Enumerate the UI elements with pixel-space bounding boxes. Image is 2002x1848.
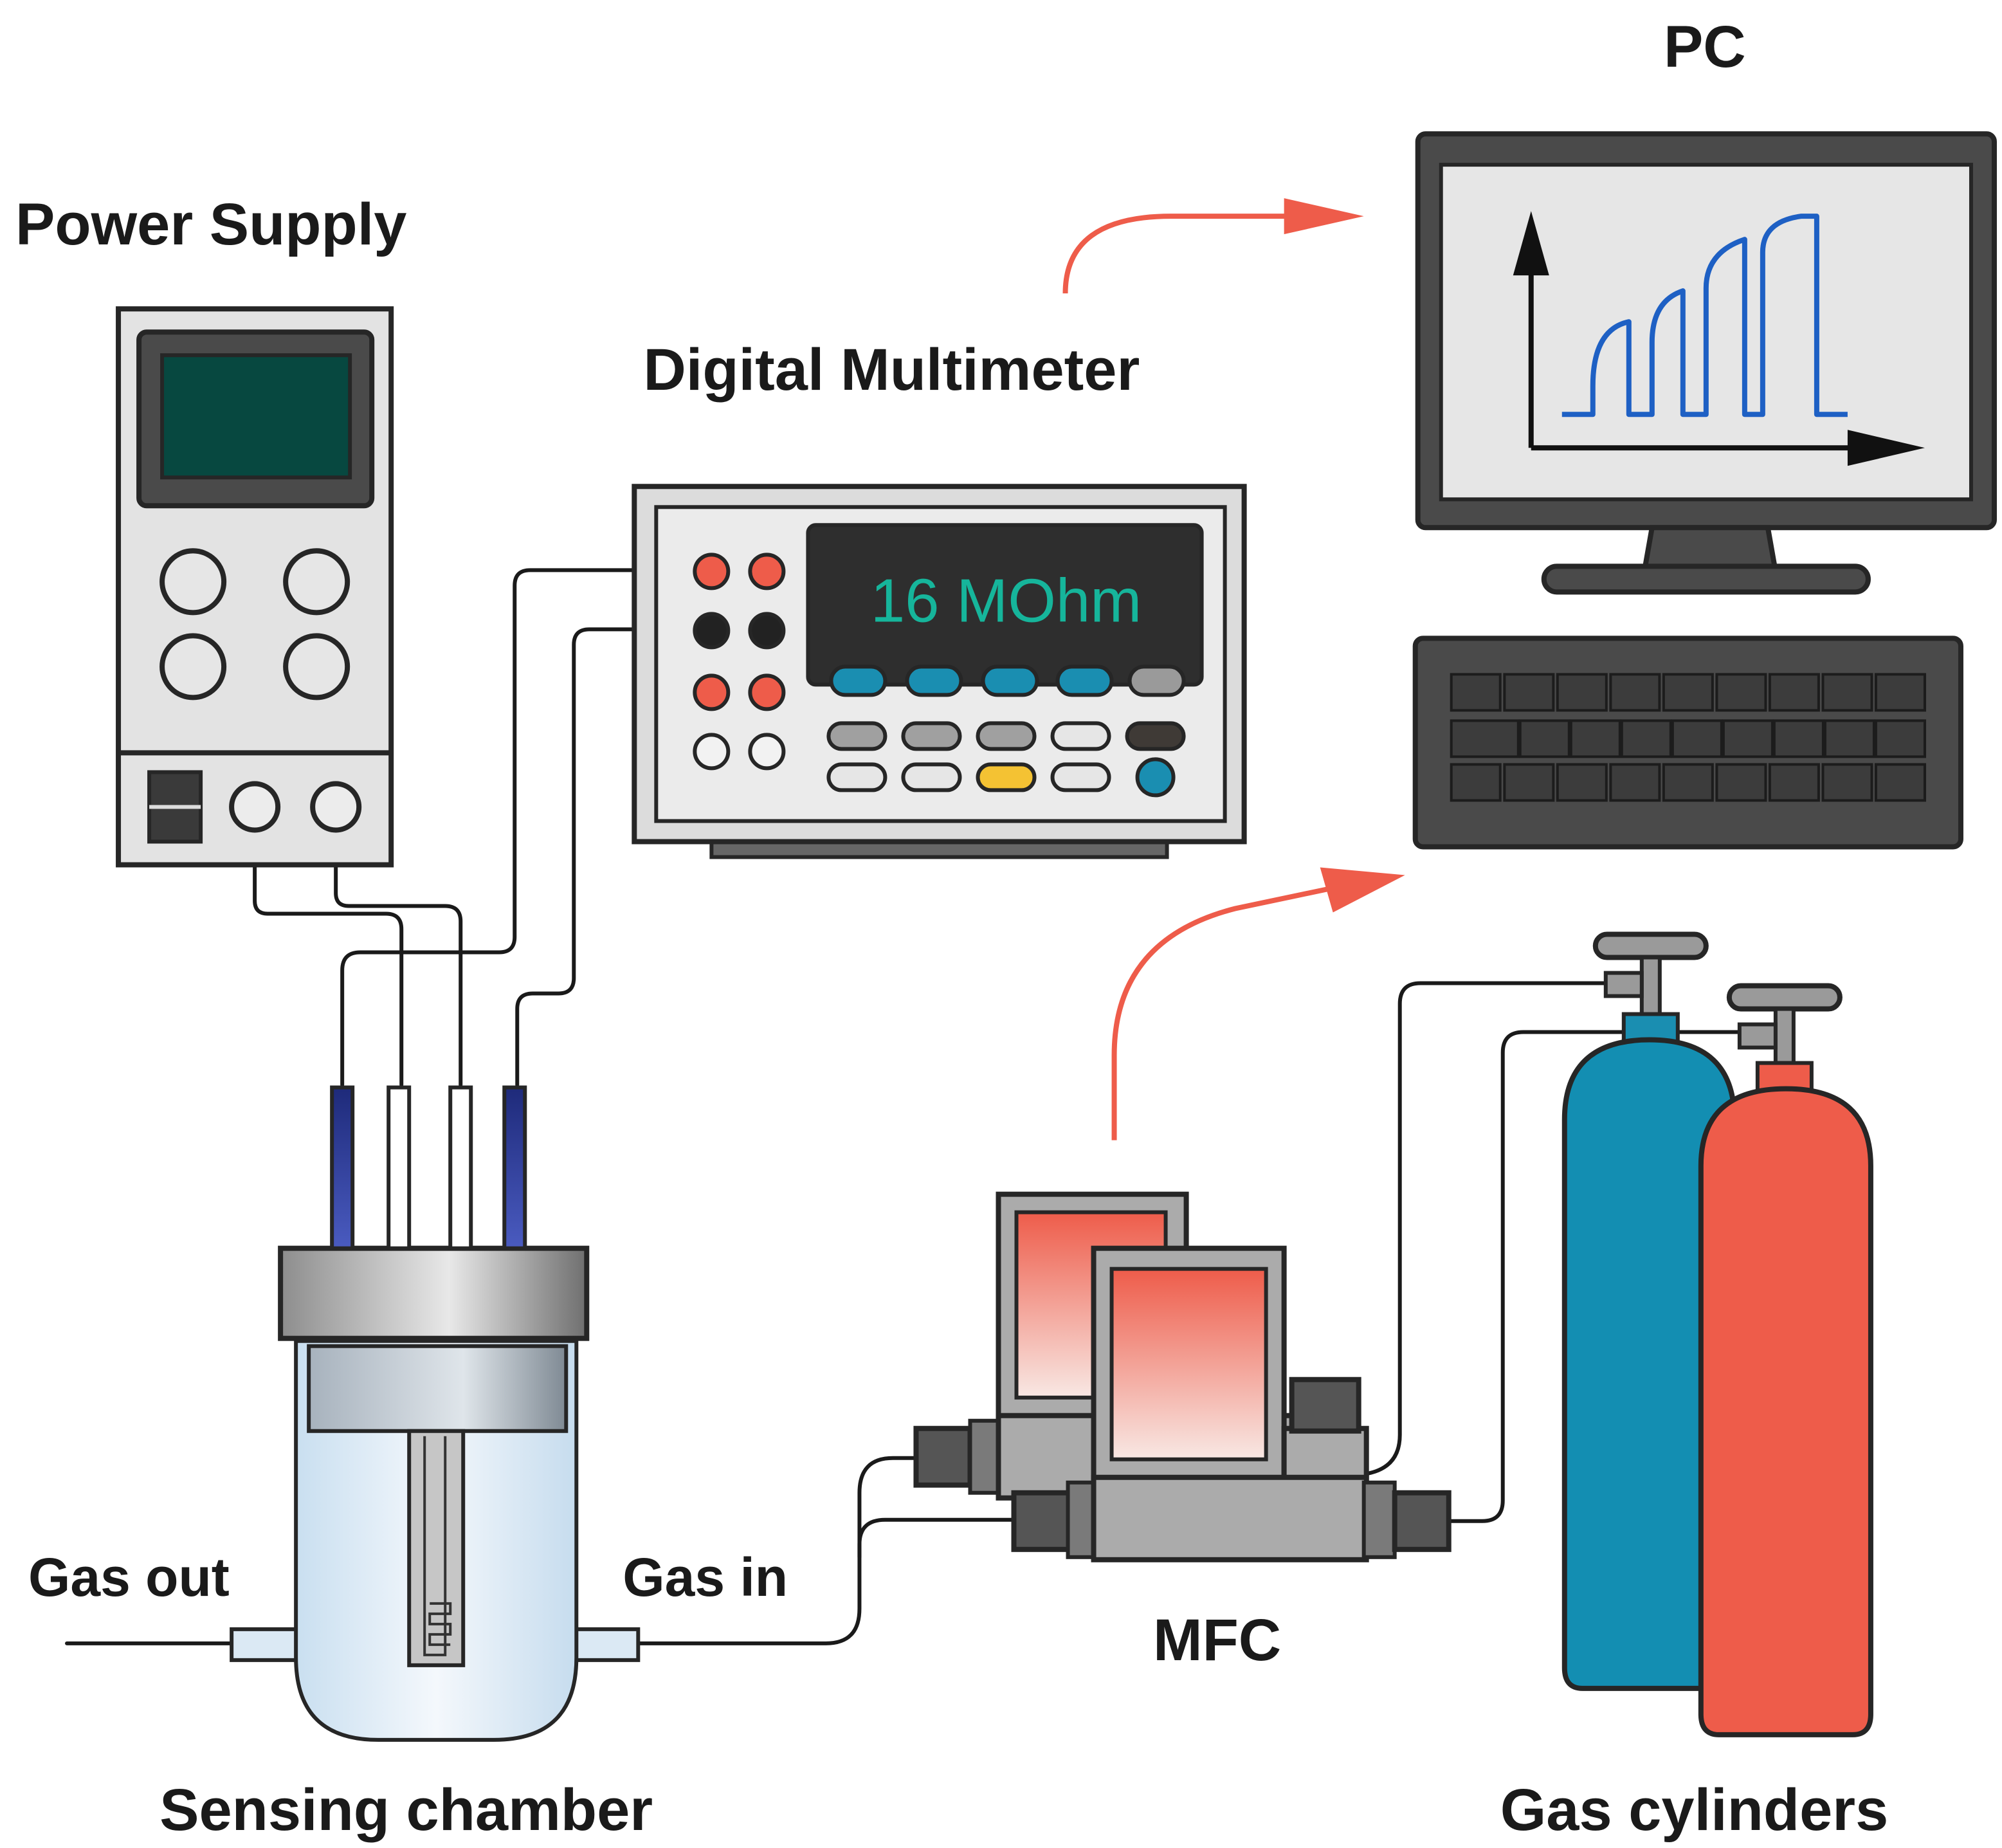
monitor-base [1541,563,1871,595]
power-supply-icon [116,306,394,868]
chamber-cap [278,1245,590,1341]
multimeter-reading: 16 MOhm [871,566,1142,635]
electrode-rod-right [502,1085,527,1250]
keyboard-key [1609,673,1661,712]
arrow-mfc-to-pc-head [1320,867,1405,913]
arrow-dmm-to-pc-head [1284,198,1364,235]
keyboard-key [1450,719,1520,758]
chart-y-arrow [1513,211,1549,276]
keyboard-key [1722,719,1774,758]
keyboard-key [1823,719,1875,758]
power-terminal [310,781,362,833]
label-digital-multimeter: Digital Multimeter [643,336,1140,403]
wire-power-right [334,811,463,1087]
keyboard-key [1556,673,1608,712]
keyboard-key [1768,673,1820,712]
chart-response-curve [1561,214,1848,417]
keyboard-key [1671,719,1723,758]
keyboard-icon [1412,636,1963,850]
keyboard-key [1772,719,1825,758]
sensor-holder [407,1429,466,1667]
chamber-inner-ring [307,1344,569,1433]
chamber-port-left [230,1627,301,1662]
chart-x-arrow [1847,430,1925,466]
data-arrows [1062,198,1405,1140]
keyboard-key [1821,673,1873,712]
keyboard-key [1503,673,1555,712]
power-supply-screen [160,353,352,480]
gas-in-line-2 [857,1517,1019,1559]
keyboard-key [1609,763,1661,802]
keyboard-key [1556,763,1608,802]
sensor-electrode [423,1436,447,1656]
wires [65,568,1742,1645]
label-sensing-chamber: Sensing chamber [159,1777,653,1843]
keyboard-key [1518,719,1570,758]
chamber-port-right [572,1627,641,1662]
power-supply-knob [159,548,227,616]
sensing-chamber-icon [230,1085,641,1742]
label-gas-in: Gas in [623,1547,788,1607]
power-terminal [229,781,281,833]
monitor-chart [1513,211,1925,466]
keyboard-key [1450,763,1502,802]
keyboard-key [1874,673,1926,712]
cylinder-red [1698,1086,1873,1737]
keyboard-key [1768,763,1820,802]
wire-power-left [253,811,404,1087]
multimeter-icon [632,484,1247,859]
electrode-rod [448,1085,473,1250]
label-pc: PC [1664,14,1746,80]
keyboard-key [1715,763,1767,802]
keyboard-key [1662,763,1714,802]
label-gas-cylinders: Gas cylinders [1500,1777,1889,1843]
keyboard-key [1450,673,1502,712]
gas-cylinder-icon [1561,931,1873,1737]
keyboard-key [1620,719,1672,758]
keyboard-key [1662,673,1714,712]
electrode-rod [387,1085,412,1250]
keyboard-key [1874,719,1926,758]
keyboard-key [1503,763,1555,802]
label-gas-out: Gas out [28,1547,230,1607]
interdigitated-electrode [428,1602,452,1646]
keyboard-key [1821,763,1873,802]
power-supply-knob [283,633,350,700]
cylinder-blue-line [1365,981,1608,1476]
power-supply-knob [159,633,227,700]
cylinder-blue [1561,1037,1737,1691]
electrode-rod-left [330,1085,355,1250]
cylinder-red-line [1446,1030,1742,1523]
label-mfc: MFC [1153,1607,1281,1673]
keyboard-key [1874,763,1926,802]
arrow-dmm-to-pc [1062,214,1289,294]
power-supply-knob [283,548,350,616]
keyboard-key [1569,719,1621,758]
mfc-icon [913,1191,1451,1562]
wire-dmm-black [515,627,716,1087]
arrow-mfc-to-pc [1111,885,1334,1140]
wire-dmm-red [340,568,716,1087]
label-power-supply: Power Supply [15,191,406,257]
keyboard-key [1715,673,1767,712]
